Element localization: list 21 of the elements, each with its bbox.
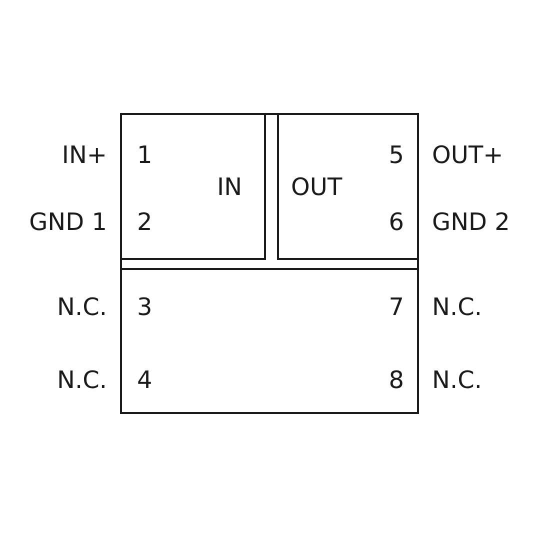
pin-label: N.C. xyxy=(57,366,107,394)
pin-number: 5 xyxy=(388,141,404,169)
pin-number: 3 xyxy=(137,293,152,321)
pin-label: IN+ xyxy=(62,141,107,169)
pin-label: N.C. xyxy=(57,293,107,321)
section-box xyxy=(120,113,266,260)
pin-number: 7 xyxy=(388,293,404,321)
section-box xyxy=(277,113,419,260)
pin-label: GND 2 xyxy=(432,208,510,236)
pin-number: 8 xyxy=(388,366,404,394)
pin-label: N.C. xyxy=(432,366,482,394)
pin-label: N.C. xyxy=(432,293,482,321)
section-label: IN xyxy=(217,173,242,201)
pin-label: GND 1 xyxy=(29,208,107,236)
pin-number: 6 xyxy=(388,208,404,236)
section-label: OUT xyxy=(291,173,342,201)
pin-number: 2 xyxy=(137,208,152,236)
pin-number: 4 xyxy=(137,366,152,394)
module-box xyxy=(120,113,419,414)
pin-number: 1 xyxy=(137,141,152,169)
pin-label: OUT+ xyxy=(432,141,504,169)
